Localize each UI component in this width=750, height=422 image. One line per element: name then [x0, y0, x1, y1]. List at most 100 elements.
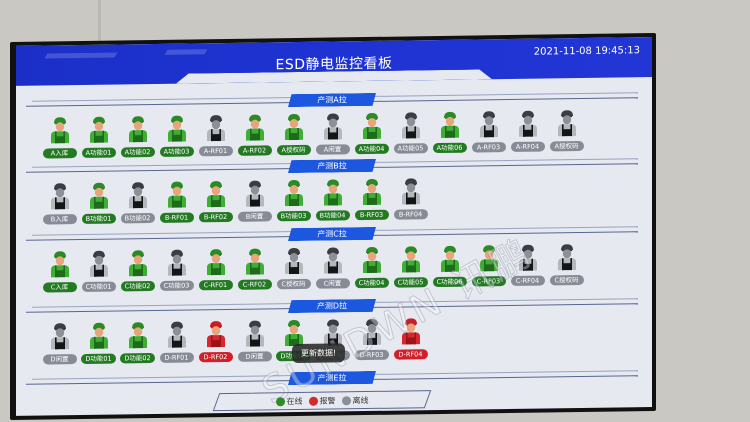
workstation-label: C-RF01 — [198, 279, 233, 291]
worker-row: D闲置 D功能01 D功能02 D-RF01 D — [40, 316, 430, 365]
section-label: 产测C拉 — [288, 227, 376, 241]
workstation-label: A-RF02 — [237, 145, 272, 156]
workstation-online[interactable]: B-RF02 — [196, 179, 235, 223]
workstation-offline[interactable]: D-RF03 — [352, 317, 391, 361]
workstation-offline[interactable]: C功能01 — [79, 248, 118, 293]
workstation-offline[interactable]: A-RF03 — [469, 109, 508, 153]
workstation-label: A-RF03 — [471, 142, 506, 153]
workstation-online[interactable]: B-RF01 — [157, 179, 196, 223]
worker-offline-icon — [88, 249, 110, 281]
workstation-offline[interactable]: C授权码 — [547, 242, 586, 286]
workstation-online[interactable]: B-RF03 — [352, 177, 391, 221]
workstation-alarm[interactable]: D-RF04 — [391, 316, 430, 360]
workstation-label: A闲置 — [315, 144, 350, 155]
workstation-online[interactable]: C-RF02 — [235, 246, 274, 290]
worker-row: C入库 C功能01 C功能02 C功能03 C- — [40, 242, 586, 293]
legend-label: 报警 — [319, 395, 336, 406]
workstation-online[interactable]: A功能02 — [118, 114, 157, 158]
workstation-online[interactable]: A功能06 — [430, 110, 469, 154]
workstation-online[interactable]: A功能03 — [157, 113, 196, 157]
worker-offline-icon — [205, 113, 227, 145]
worker-online-icon — [49, 249, 71, 281]
workstation-online[interactable]: D功能02 — [118, 320, 157, 364]
workstation-online[interactable]: A授权码 — [274, 112, 313, 156]
worker-offline-icon — [49, 181, 71, 213]
workstation-offline[interactable]: B-RF04 — [391, 176, 430, 220]
workstation-label: D功能01 — [81, 353, 116, 365]
workstation-offline[interactable]: B入库 — [40, 181, 79, 225]
workstation-label: A-RF01 — [198, 145, 233, 157]
worker-offline-icon — [166, 320, 188, 352]
worker-offline-icon — [322, 111, 344, 143]
workstation-online[interactable]: C功能02 — [118, 248, 157, 292]
workstation-label: C入库 — [42, 282, 77, 293]
worker-online-icon — [478, 243, 500, 275]
worker-online-icon — [88, 181, 110, 213]
workstation-offline[interactable]: B闲置 — [235, 178, 274, 222]
sections-container: 产测A拉 A入库 A功能01 A功能02 A功能 — [16, 37, 652, 46]
workstation-label: A入库 — [42, 148, 77, 159]
workstation-online[interactable]: C-RF01 — [196, 247, 235, 291]
worker-offline-icon — [400, 176, 422, 208]
workstation-offline[interactable]: A-RF04 — [508, 109, 547, 153]
workstation-online[interactable]: A-RF02 — [235, 112, 274, 156]
worker-online-icon — [127, 114, 149, 146]
worker-offline-icon — [283, 246, 305, 278]
workstation-label: C功能03 — [159, 280, 194, 291]
workstation-online[interactable]: A入库 — [40, 115, 79, 159]
workstation-offline[interactable]: C闲置 — [313, 245, 352, 289]
workstation-label: B-RF04 — [393, 209, 428, 220]
workstation-online[interactable]: B功能03 — [274, 178, 313, 222]
workstation-label: A功能03 — [159, 146, 194, 157]
workstation-online[interactable]: C功能05 — [391, 244, 430, 288]
workstation-offline[interactable]: D闲置 — [235, 318, 274, 362]
workstation-offline[interactable]: A功能05 — [391, 110, 430, 154]
workstation-offline[interactable]: A-RF01 — [196, 113, 235, 157]
workstation-label: C-RF02 — [237, 279, 272, 290]
legend-item-online: 在线 — [275, 395, 303, 406]
workstation-offline[interactable]: C-RF04 — [508, 243, 547, 287]
workstation-online[interactable]: A功能01 — [79, 114, 118, 159]
workstation-label: A授权码 — [549, 140, 584, 152]
workstation-offline[interactable]: B功能02 — [118, 180, 157, 224]
worker-offline-icon — [127, 180, 149, 212]
worker-online-icon — [400, 244, 422, 276]
worker-offline-icon — [244, 178, 266, 210]
worker-online-icon — [49, 115, 71, 147]
workstation-online[interactable]: C功能04 — [352, 245, 391, 289]
workstation-label: A功能04 — [354, 143, 389, 155]
workstation-alarm[interactable]: D-RF02 — [196, 319, 235, 363]
workstation-online[interactable]: B功能01 — [79, 180, 118, 225]
worker-online-icon — [283, 112, 305, 144]
worker-online-icon — [205, 179, 227, 211]
worker-offline-icon — [166, 248, 188, 280]
workstation-offline[interactable]: D闲置 — [40, 321, 79, 365]
workstation-offline[interactable]: C授权码 — [274, 246, 313, 290]
workstation-offline[interactable]: C功能03 — [157, 247, 196, 291]
workstation-label: C授权码 — [276, 278, 311, 290]
legend-label: 在线 — [286, 396, 303, 406]
worker-online-icon — [361, 111, 383, 143]
workstation-online[interactable]: C-RF03 — [469, 243, 508, 287]
workstation-label: A功能02 — [120, 146, 155, 158]
line-section-d: 产测D拉 D闲置 D功能01 D功能02 D-R — [26, 295, 638, 370]
workstation-online[interactable]: B功能04 — [313, 177, 352, 221]
workstation-online[interactable]: A功能04 — [352, 111, 391, 155]
workstation-label: D闲置 — [42, 354, 77, 365]
workstation-online[interactable]: C入库 — [40, 249, 79, 293]
workstation-online[interactable]: D功能01 — [79, 320, 118, 365]
workstation-label: B功能02 — [120, 212, 155, 224]
worker-online-icon — [283, 318, 305, 350]
workstation-label: C功能01 — [81, 281, 116, 293]
workstation-label: B功能01 — [81, 213, 116, 225]
workstation-offline[interactable]: A授权码 — [547, 108, 586, 152]
legend-label: 离线 — [352, 395, 369, 405]
workstation-offline[interactable]: A闲置 — [313, 111, 352, 155]
alarm-dot-icon — [308, 396, 318, 406]
legend-item-offline: 离线 — [341, 394, 369, 405]
workstation-online[interactable]: D功能03 — [274, 318, 313, 362]
workstation-online[interactable]: C功能06 — [430, 244, 469, 288]
datetime-display: 2021-11-08 19:45:13 — [533, 45, 640, 58]
workstation-label: D-RF04 — [393, 349, 428, 360]
workstation-offline[interactable]: D-RF01 — [157, 319, 196, 363]
